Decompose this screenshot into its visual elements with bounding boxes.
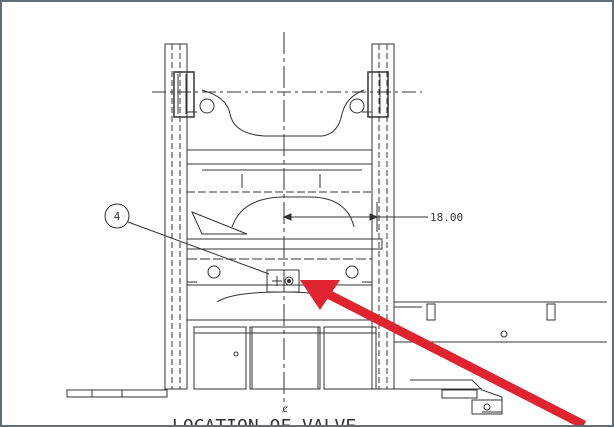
dimension-label: 18.00 xyxy=(430,211,463,224)
frame-left-rail xyxy=(164,43,197,390)
drawing-caption: LOCATION OF VALVE xyxy=(172,416,356,425)
top-crossbar xyxy=(152,71,422,137)
centerline-symbol: ȼ xyxy=(282,404,288,415)
bottom-boxes xyxy=(193,326,377,390)
callout-balloon xyxy=(104,203,270,275)
red-pointer-arrow xyxy=(300,280,587,425)
callout-number: 4 xyxy=(114,210,121,223)
valve-block xyxy=(266,269,300,293)
side-arm-bracket xyxy=(394,301,607,343)
middle-crossbar xyxy=(187,149,372,235)
ground-base xyxy=(66,379,503,415)
dimension-18 xyxy=(282,202,428,232)
